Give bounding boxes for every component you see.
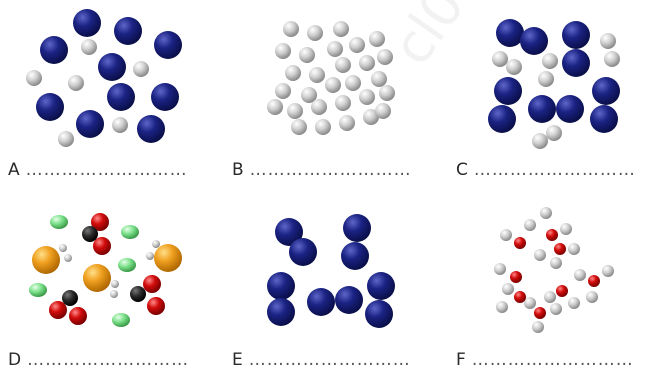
panel-d (20, 210, 200, 335)
panel-a-diagram (20, 5, 220, 155)
label-e: E ……………………… (232, 350, 411, 370)
label-e-letter: E (232, 350, 243, 370)
panel-f-diagram (480, 205, 630, 340)
label-b-answer-line[interactable]: ……………………… (250, 160, 412, 180)
label-a-answer-line[interactable]: ……………………… (26, 160, 188, 180)
panel-f (480, 205, 630, 340)
label-c-answer-line[interactable]: ……………………… (474, 160, 636, 180)
panel-a (20, 5, 220, 155)
label-f-letter: F (456, 350, 466, 370)
label-f: F ……………………… (456, 350, 634, 370)
grey-sphere-icon (267, 21, 395, 135)
panel-c (480, 15, 630, 155)
grey-sphere-icon (494, 207, 614, 333)
panel-b (255, 15, 405, 145)
navy-sphere-icon (36, 9, 182, 143)
panel-e-diagram (255, 210, 415, 335)
label-d: D ……………………… (8, 350, 189, 370)
label-b: B ……………………… (232, 160, 412, 180)
label-a-letter: A (8, 160, 20, 180)
label-f-answer-line[interactable]: ……………………… (472, 350, 634, 370)
label-b-letter: B (232, 160, 244, 180)
panel-c-diagram (480, 15, 630, 155)
label-a: A ……………………… (8, 160, 188, 180)
panel-b-diagram (255, 15, 405, 145)
label-d-letter: D (8, 350, 21, 370)
navy-sphere-icon (267, 214, 395, 328)
panel-d-diagram (20, 210, 200, 335)
label-e-answer-line[interactable]: ……………………… (249, 350, 411, 370)
label-d-answer-line[interactable]: ……………………… (27, 350, 189, 370)
panel-e (255, 210, 415, 335)
label-c: C ……………………… (456, 160, 636, 180)
label-c-letter: C (456, 160, 468, 180)
navy-sphere-icon (488, 19, 620, 133)
